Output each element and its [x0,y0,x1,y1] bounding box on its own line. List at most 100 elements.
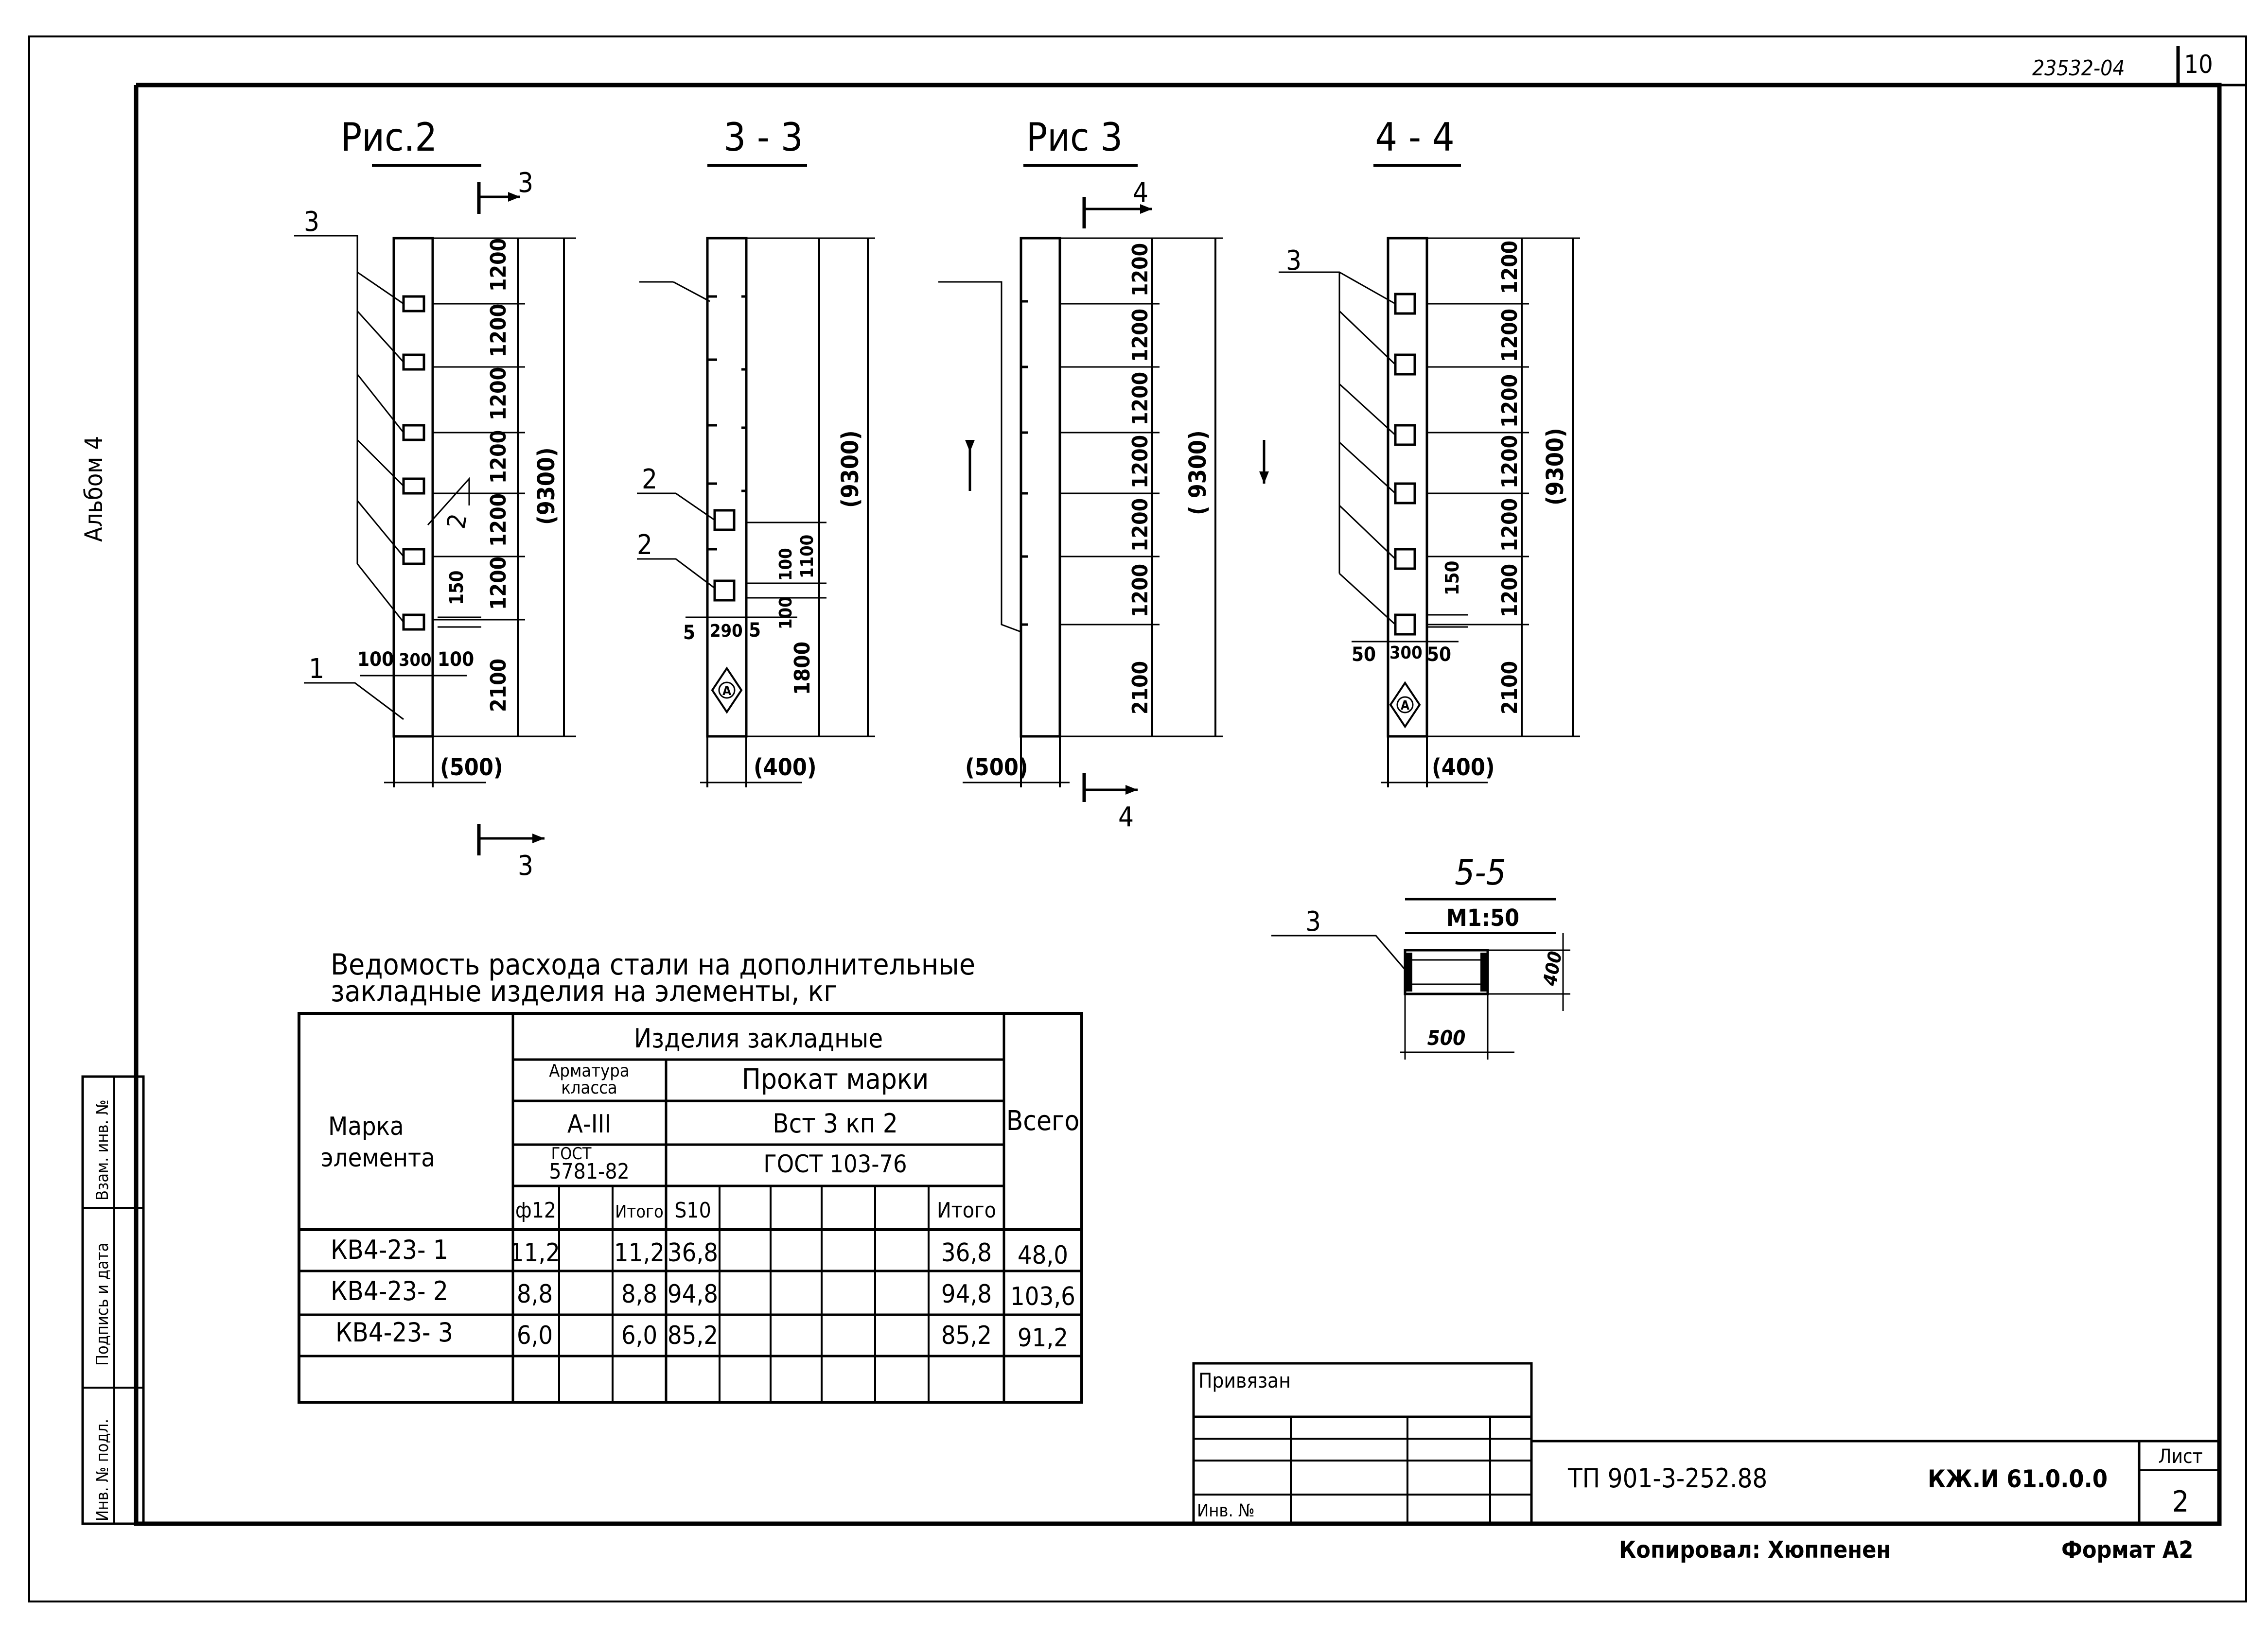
sec33-mark: А [722,684,731,698]
sec44-dim-6: 1200 [1497,564,1522,617]
fig2-callout-2: 2 [442,512,473,531]
sec33-dim-100a: 100 [776,548,796,581]
sec44-offset-1: 50 [1352,644,1376,666]
row2-total: 103,6 [1010,1282,1075,1311]
sec44-dim-2: 1200 [1497,309,1522,362]
sec33-callout-2b: 2 [637,529,652,561]
row1-phi12: 11,2 [510,1238,560,1268]
copied-by: Копировал: Хюппенен [1619,1536,1891,1564]
fig3-dim-1: 1200 [1128,243,1153,296]
fig3-dim-4: 1200 [1128,435,1153,488]
stamp-inv-podl: Инв. № подл. [93,1419,112,1521]
fig2-dim-3: 1200 [486,367,511,420]
row3-total: 91,2 [1018,1323,1068,1353]
row3-itogo1: 6,0 [621,1321,657,1350]
sub-phi12: ф12 [515,1198,556,1223]
fig2-callout-1: 1 [309,653,324,685]
fig2-title: Рис.2 [341,115,437,160]
row2-itogo2: 94,8 [941,1280,992,1309]
table-title-line1: Ведомость расхода стали на дополнительны… [331,948,975,982]
sec33-overall: (9300) [837,430,864,508]
row1-mark: КВ4-23- 1 [331,1235,448,1265]
tb-privyazan: Привязан [1198,1369,1291,1392]
fig3-dim-3: 1200 [1128,372,1153,425]
fig3-dim-5: 1200 [1128,498,1153,552]
sec55-scale: М1:50 [1446,905,1519,932]
sec44-dim-1: 1200 [1497,241,1522,294]
sub-itogo2: Итого [937,1198,996,1223]
tb-list-no: 2 [2172,1485,2189,1519]
fig3-marker-bottom: 4 [1118,801,1134,833]
sec44-dim-4: 1200 [1497,435,1522,488]
sheet-number-top: 10 [2184,50,2213,79]
fig2-marker-bottom: 3 [518,850,533,882]
row1-total: 48,0 [1018,1241,1068,1270]
fig3-marker-top: 4 [1133,177,1148,209]
stamp-signature-date: Подпись и дата [93,1243,112,1366]
fig2-overall: (9300) [533,447,560,525]
table-title-line2: закладные изделия на элементы, кг [331,975,838,1009]
fig2-dim-4: 1200 [486,430,511,484]
row3-s10: 85,2 [668,1321,718,1350]
row2-phi12: 8,8 [517,1280,553,1309]
fig2-offset-2: 300 [399,650,432,670]
sec55-height: 400 [1539,950,1566,988]
header-rebar-line1: Арматура [549,1061,629,1081]
tb-code: КЖ.И 61.0.0.0 [1928,1465,2108,1493]
row3-mark: КВ4-23- 3 [335,1317,453,1348]
outer-frame [28,35,2247,1602]
sec33-dim-100b: 100 [776,596,796,629]
header-rebar-gost-line2: 5781-82 [549,1159,629,1184]
fig2-dim-2: 1200 [486,304,511,357]
sub-s10: S10 [674,1198,711,1223]
sec33-offset-3: 5 [749,619,761,642]
inner-frame [134,83,2222,1526]
header-rebar-gost-line1: ГОСТ [551,1144,592,1164]
sec44-callout-3: 3 [1286,245,1301,277]
fig3-title: Рис 3 [1026,115,1123,160]
header-products: Изделия закладные [634,1023,883,1054]
tb-project: ТП 901-3-252.88 [1567,1463,1767,1494]
header-mark-line2: элемента [321,1144,435,1173]
sec55-title: 5-5 [1455,852,1506,893]
fig2-dim-1: 1200 [486,238,511,292]
fig2-gap: 150 [446,571,467,605]
sec44-overall: (9300) [1542,428,1569,505]
sec44-dim-5: 1200 [1497,498,1522,552]
sec44-dim-3: 1200 [1497,374,1522,428]
section-3-3: 3 - 3 2 2 А (9300) 1 [637,115,875,787]
row2-itogo1: 8,8 [621,1280,657,1309]
sec33-dim-1800: 1800 [790,642,815,695]
fig3-overall: ( 9300) [1184,430,1212,515]
row1-s10: 36,8 [668,1238,718,1268]
table-row: КВ4-23- 1 11,2 11,2 36,8 36,8 48,0 [331,1235,1068,1270]
header-total: Всего [1006,1105,1080,1137]
sec44-mark: А [1401,698,1409,713]
sec44-gap: 150 [1442,561,1463,595]
fig3-dim-6: 1200 [1128,564,1153,617]
sec33-callout-2a: 2 [642,464,657,495]
sec55-width: 500 [1427,1026,1466,1050]
header-mark-line1: Марка [328,1112,404,1141]
fig3-dim-2: 1200 [1128,309,1153,362]
sub-itogo1: Итого [615,1202,664,1222]
section-4-4: 4 - 4 3 А 1200 1200 1200 1 [1279,115,1580,787]
sec44-width: (400) [1432,754,1495,781]
sec33-offset-1: 5 [683,622,695,644]
row2-s10: 94,8 [668,1280,718,1309]
row3-itogo2: 85,2 [941,1321,992,1350]
sec44-title: 4 - 4 [1375,115,1454,160]
fig3-width: (500) [965,754,1028,781]
sec33-dim-1100: 1100 [797,535,817,578]
sec44-offset-2: 300 [1389,643,1423,663]
fig2-dim-7: 2100 [486,659,511,712]
fig2-offset-3: 100 [438,648,474,671]
figure-2: Рис.2 3 3 3 2 1 [294,115,576,882]
row3-phi12: 6,0 [517,1321,553,1350]
row1-itogo1: 11,2 [614,1238,665,1268]
tb-list-label: Лист [2158,1445,2202,1468]
row2-mark: КВ4-23- 2 [331,1276,448,1306]
header-rolled-gost: ГОСТ 103-76 [763,1150,907,1178]
sec55-callout-3: 3 [1305,906,1321,938]
